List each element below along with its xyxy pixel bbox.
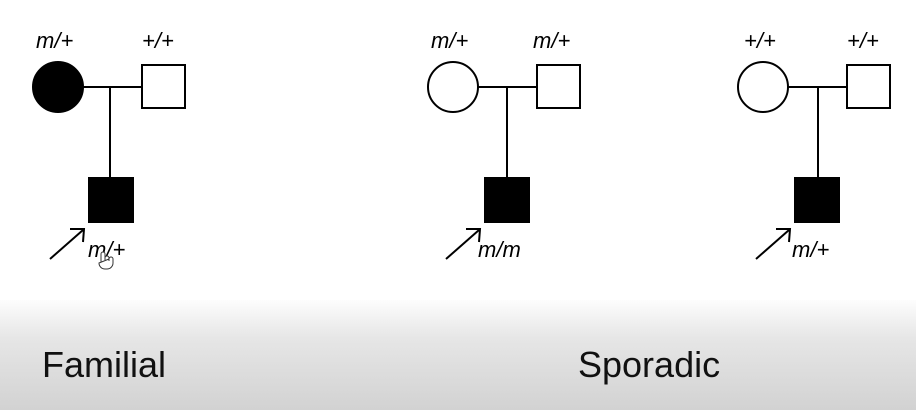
father-unaffected (536, 64, 581, 109)
father-unaffected (141, 64, 186, 109)
hand-cursor-icon (98, 251, 114, 270)
mother-unaffected (737, 61, 789, 113)
child-affected (88, 177, 134, 223)
proband-arrow-icon (445, 228, 482, 260)
child-affected (794, 177, 840, 223)
father-genotype: +/+ (142, 28, 174, 53)
child-affected (484, 177, 530, 223)
mother-unaffected (427, 61, 479, 113)
pedigree-familial (32, 61, 186, 260)
father-genotype: +/+ (847, 28, 879, 53)
proband-arrow-icon (49, 228, 86, 260)
caption-sporadic: Sporadic (578, 344, 721, 385)
mother-genotype: +/+ (744, 28, 776, 53)
pedigree-sporadic-de-novo (737, 61, 891, 260)
mother-genotype: m/+ (36, 28, 73, 53)
caption-familial: Familial (42, 344, 167, 385)
pedigree-sporadic-recessive (427, 61, 581, 260)
child-genotype: m/+ (792, 237, 829, 262)
proband-arrow-icon (755, 228, 792, 260)
child-genotype: m/m (478, 237, 521, 262)
caption-band (0, 300, 916, 410)
father-unaffected (846, 64, 891, 109)
mother-genotype: m/+ (431, 28, 468, 53)
father-genotype: m/+ (533, 28, 570, 53)
mother-affected (32, 61, 84, 113)
